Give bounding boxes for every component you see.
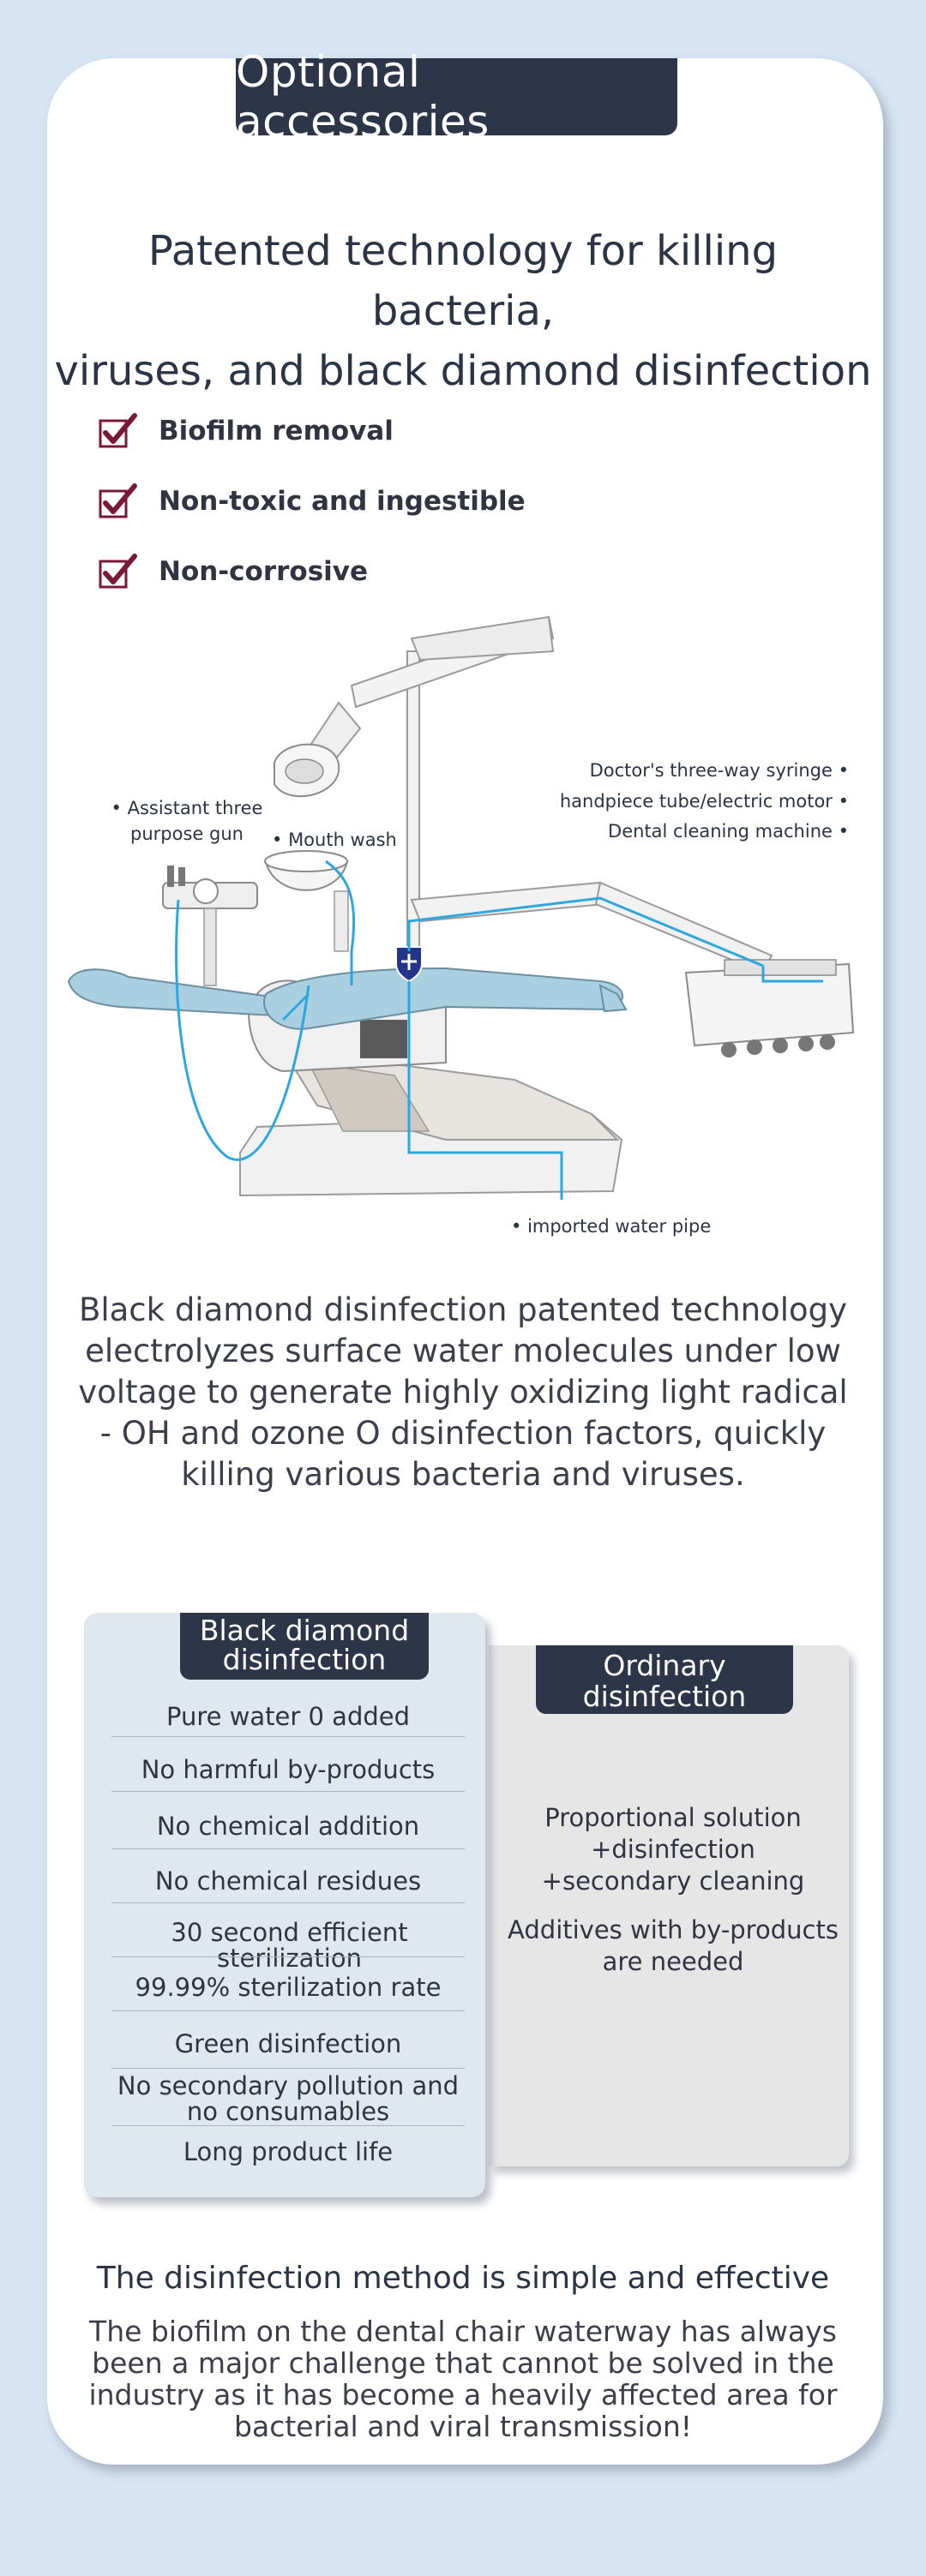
- technology-description: Black diamond disinfection patented tech…: [77, 1290, 849, 1495]
- row-divider: [111, 1791, 465, 1792]
- headline-line-2: viruses, and black diamond disinfection: [54, 347, 872, 395]
- advantage-line: no consumables: [186, 2097, 390, 2126]
- advantage-item: No chemical residues: [154, 1866, 422, 1896]
- ordinary-description-2: Additives with by-products are needed: [497, 1914, 849, 1978]
- row-divider: [111, 2068, 465, 2069]
- row-divider: [111, 1902, 465, 1903]
- row-divider: [111, 1736, 465, 1737]
- bullet: •: [111, 798, 128, 818]
- feature-item: Biofilm removal: [99, 410, 394, 452]
- ordinary-disinfection-panel: [489, 1645, 849, 2166]
- advantage-item: No chemical addition: [156, 1812, 420, 1841]
- callout-syringe: Doctor's three-way syringe •: [589, 760, 849, 781]
- description-line: electrolyzes surface water molecules und…: [85, 1333, 841, 1369]
- row-divider: [111, 2010, 465, 2011]
- title-line: disinfection: [582, 1680, 747, 1713]
- checkbox-check-icon: [99, 413, 137, 448]
- callout-assistant-gun-line-2: purpose gun: [130, 824, 244, 844]
- headline-line-1: Patented technology for killing bacteria…: [147, 227, 779, 335]
- feature-label: Non-corrosive: [159, 556, 369, 587]
- bullet: •: [272, 830, 289, 850]
- title-line: Ordinary: [603, 1649, 726, 1682]
- checkbox-check-icon: [99, 554, 137, 589]
- simple-line: been a major challenge that cannot be so…: [92, 2346, 834, 2380]
- feature-item: Non-corrosive: [99, 550, 368, 593]
- advantage-item: Pure water 0 added: [165, 1702, 411, 1731]
- simple-line: industry as it has become a heavily affe…: [88, 2378, 838, 2411]
- advantage-item: 30 second efficient sterilization: [171, 1918, 408, 1973]
- feature-item: Non-toxic and ingestible: [99, 480, 526, 523]
- row-divider: [111, 2125, 465, 2126]
- callout-assistant-gun-line-1: • Assistant three: [111, 798, 263, 818]
- ordinary-line: are needed: [602, 1947, 744, 1976]
- description-line: killing various bacteria and viruses.: [181, 1456, 745, 1493]
- bullet: •: [511, 1216, 528, 1237]
- title-line: Black diamond: [199, 1614, 410, 1647]
- ordinary-line: +disinfection: [591, 1835, 755, 1864]
- banner-title: Optional accessories: [236, 47, 490, 147]
- ordinary-line: Proportional solution: [544, 1803, 802, 1832]
- black-diamond-title: Black diamond disinfection: [180, 1613, 429, 1680]
- advantage-item: Long product life: [183, 2137, 394, 2166]
- advantage-item: Green disinfection: [174, 2029, 402, 2058]
- row-divider: [111, 1848, 465, 1849]
- simple-line: bacterial and viral transmission!: [234, 2410, 692, 2443]
- advantage-item: No secondary pollution and no consumable…: [111, 2073, 465, 2124]
- feature-label: Biofilm removal: [159, 416, 394, 446]
- row-divider: [111, 1956, 465, 1957]
- simple-effective-text: The biofilm on the dental chair waterway…: [73, 2315, 853, 2442]
- checkbox-check-icon: [99, 483, 137, 518]
- bullet: •: [832, 791, 849, 812]
- advantage-line: No secondary pollution and: [117, 2071, 460, 2100]
- description-line: - OH and ozone O disinfection factors, q…: [99, 1415, 827, 1452]
- dental-chair-illustration: [67, 615, 855, 1200]
- advantage-item: No harmful by-products: [141, 1755, 436, 1784]
- headline: Patented technology for killing bacteria…: [51, 221, 875, 401]
- bullet: •: [832, 821, 849, 842]
- black-diamond-panel: [84, 1613, 485, 2197]
- simple-line: The biofilm on the dental chair waterway…: [89, 2315, 837, 2348]
- bullet: •: [832, 760, 849, 781]
- title-line: disinfection: [222, 1643, 387, 1676]
- feature-label: Non-toxic and ingestible: [159, 486, 526, 517]
- simple-effective-title: The disinfection method is simple and ef…: [96, 2261, 830, 2296]
- ordinary-title: Ordinary disinfection: [536, 1645, 793, 1714]
- advantage-item: 99.99% sterilization rate: [135, 1973, 442, 2002]
- description-line: Black diamond disinfection patented tech…: [78, 1291, 848, 1328]
- ordinary-line: +secondary cleaning: [541, 1866, 805, 1896]
- callout-water-pipe: • imported water pipe: [511, 1216, 712, 1237]
- ordinary-description-1: Proportional solution +disinfection +sec…: [497, 1802, 849, 1897]
- section-banner: Optional accessories: [236, 47, 677, 147]
- ordinary-line: Additives with by-products: [508, 1915, 839, 1944]
- description-line: voltage to generate highly oxidizing lig…: [78, 1374, 848, 1411]
- callout-assistant-gun: • Assistant three purpose gun: [110, 795, 264, 847]
- callout-mouth-wash: • Mouth wash: [272, 830, 397, 850]
- callout-handpiece: handpiece tube/electric motor •: [559, 791, 849, 812]
- callout-cleaning-machine: Dental cleaning machine •: [608, 821, 849, 842]
